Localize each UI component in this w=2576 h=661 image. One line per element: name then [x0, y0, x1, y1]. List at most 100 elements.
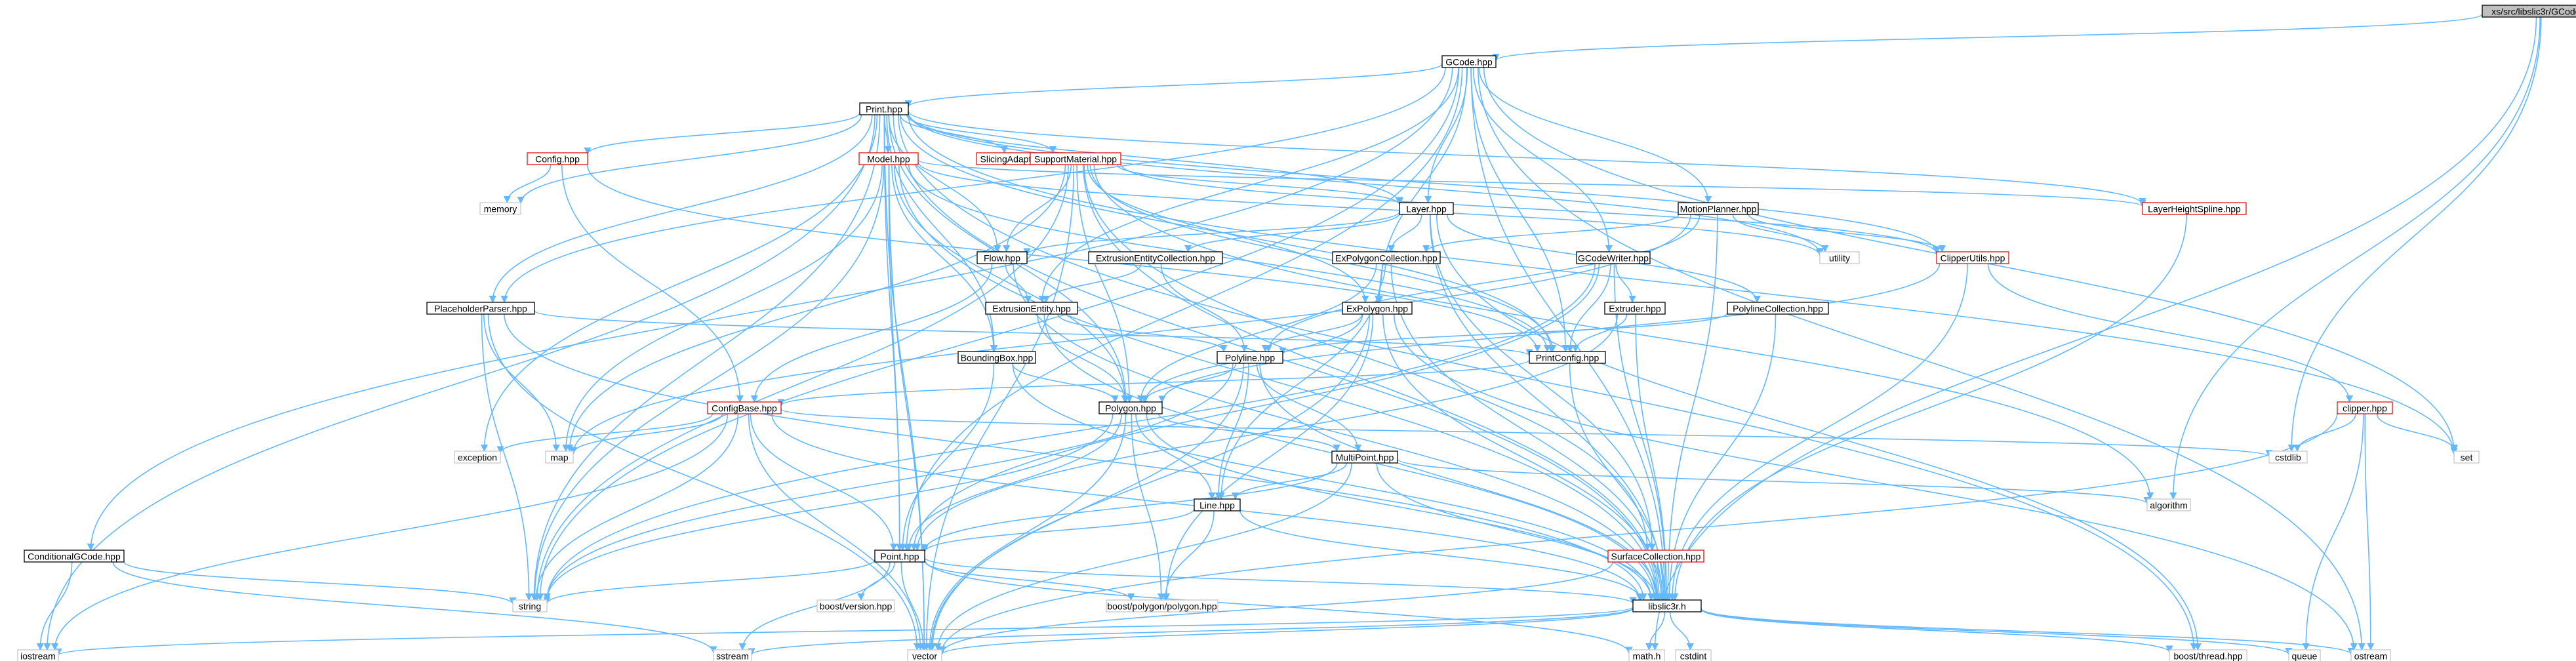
edge-gcode_hpp-to-motion_planner — [1478, 67, 1712, 204]
node-extrusion-entity-collection[interactable]: ExtrusionEntityCollection.hpp — [1088, 251, 1223, 264]
node-layer-height-spline[interactable]: LayerHeightSpline.hpp — [2142, 202, 2247, 215]
node-boost-version[interactable]: boost/version.hpp — [816, 599, 895, 612]
edge-print_hpp-to-config_hpp — [584, 112, 860, 155]
node-model-hpp[interactable]: Model.hpp — [858, 152, 919, 165]
node-label: math.h — [1633, 651, 1661, 661]
node-set[interactable]: set — [2453, 451, 2480, 464]
node-conditional-gcode[interactable]: ConditionalGCode.hpp — [24, 550, 125, 563]
node-line-hpp[interactable]: Line.hpp — [1194, 498, 1241, 511]
node-ostream[interactable]: ostream — [2350, 649, 2391, 661]
node-print-hpp[interactable]: Print.hpp — [859, 102, 909, 115]
node-box — [426, 302, 535, 315]
edge-polygon_hpp-to-boost_polygon — [1131, 413, 1165, 601]
node-motion-planner[interactable]: MotionPlanner.hpp — [1678, 202, 1759, 215]
edge-conditional_gcode-to-iostream — [36, 561, 73, 651]
node-placeholder-parser[interactable]: PlaceholderParser.hpp — [426, 302, 535, 315]
node-clipper-hpp[interactable]: clipper.hpp — [2337, 401, 2393, 414]
edge-gcode_hpp-to-print_hpp — [904, 63, 1443, 108]
node-config-base[interactable]: ConfigBase.hpp — [707, 401, 782, 414]
node-box — [907, 649, 942, 661]
node-root[interactable]: xs/src/libslic3r/GCode.cpp — [2482, 5, 2576, 18]
node-box — [874, 550, 925, 563]
node-libslic3r-h[interactable]: libslic3r.h — [1632, 599, 1702, 612]
node-point-hpp[interactable]: Point.hpp — [874, 550, 925, 563]
node-queue[interactable]: queue — [2288, 649, 2321, 661]
edge-motion_planner-to-libslic3r_h — [1664, 214, 1718, 601]
node-bounding-box[interactable]: BoundingBox.hpp — [957, 351, 1036, 364]
edge-conditional_gcode-to-sstream — [112, 561, 717, 654]
edge-config_hpp-to-config_base — [561, 164, 744, 403]
node-support-material[interactable]: SupportMaterial.hpp — [1030, 152, 1121, 165]
node-iostream[interactable]: iostream — [17, 649, 59, 661]
node-boost-polygon[interactable]: boost/polygon/polygon.hpp — [1106, 599, 1218, 612]
node-extrusion-entity[interactable]: ExtrusionEntity.hpp — [985, 302, 1078, 315]
edge-clipper_utils-to-polygon_hpp — [1158, 263, 1941, 403]
node-layer-hpp[interactable]: Layer.hpp — [1399, 202, 1454, 215]
node-layer: xs/src/libslic3r/GCode.cppGCode.hppPrint… — [17, 5, 2576, 661]
node-label: SurfaceCollection.hpp — [1611, 551, 1701, 562]
edge-extrusion_entity-to-polygon_hpp — [1037, 313, 1129, 403]
edge-config_hpp-to-print_config — [586, 164, 1541, 353]
node-label: PolylineCollection.hpp — [1733, 304, 1823, 314]
node-box — [713, 649, 752, 661]
node-box — [858, 152, 919, 165]
edge-polygon_hpp-to-libslic3r_h — [1146, 413, 1655, 601]
node-box — [1628, 649, 1665, 661]
node-label: Config.hpp — [535, 154, 580, 165]
node-cstdint[interactable]: cstdint — [1675, 649, 1712, 661]
edge-polyline_collection-to-libslic3r_h — [1665, 313, 1777, 601]
edge-flow_hpp-to-config_base — [750, 263, 993, 403]
node-label: ExtrusionEntity.hpp — [992, 304, 1071, 314]
node-label: Print.hpp — [866, 104, 902, 115]
node-sstream[interactable]: sstream — [713, 649, 752, 661]
node-extruder-hpp[interactable]: Extruder.hpp — [1604, 302, 1666, 315]
node-algorithm[interactable]: algorithm — [2146, 498, 2191, 511]
node-label: memory — [484, 204, 517, 214]
edge-config_base-to-vector — [748, 413, 925, 651]
node-clipper-utils[interactable]: ClipperUtils.hpp — [1936, 251, 2009, 264]
node-gcode-writer[interactable]: GCodeWriter.hpp — [1576, 251, 1651, 264]
node-label: iostream — [20, 651, 56, 661]
edge-print_hpp-to-utility — [908, 112, 1824, 256]
edge-expolygon_hpp-to-ostream — [1393, 313, 2358, 651]
node-surface-collection[interactable]: SurfaceCollection.hpp — [1607, 550, 1704, 563]
edge-polygon_hpp-to-string — [543, 413, 1114, 601]
node-box — [512, 599, 548, 612]
node-label: cstdint — [1680, 651, 1707, 661]
node-box — [1675, 649, 1712, 661]
edge-root-to-cstdlib — [2287, 16, 2542, 452]
node-print-config[interactable]: PrintConfig.hpp — [1529, 351, 1606, 364]
node-math-h[interactable]: math.h — [1628, 649, 1665, 661]
node-memory[interactable]: memory — [479, 202, 521, 215]
node-string[interactable]: string — [512, 599, 548, 612]
node-flow-hpp[interactable]: Flow.hpp — [976, 251, 1028, 264]
node-box — [976, 251, 1028, 264]
node-gcode-hpp[interactable]: GCode.hpp — [1441, 55, 1497, 68]
node-exception[interactable]: exception — [454, 451, 501, 464]
node-boost-thread[interactable]: boost/thread.hpp — [2169, 649, 2247, 661]
node-cstdlib[interactable]: cstdlib — [2268, 451, 2308, 464]
node-expolygon-hpp[interactable]: ExPolygon.hpp — [1342, 302, 1413, 315]
edge-model_hpp-to-bounding_box — [891, 164, 997, 353]
node-polygon-hpp[interactable]: Polygon.hpp — [1098, 401, 1163, 414]
edge-config_base-to-exception — [496, 413, 713, 454]
node-expolygon-collection[interactable]: ExPolygonCollection.hpp — [1332, 251, 1441, 264]
edge-model_hpp-to-utility — [917, 161, 1824, 257]
node-box — [1632, 599, 1702, 612]
node-vector[interactable]: vector — [907, 649, 942, 661]
node-label: sstream — [716, 651, 749, 661]
edge-extrusion_entity-to-polyline_hpp — [1057, 313, 1228, 353]
edge-polygon_hpp-to-multipoint — [1158, 413, 1340, 452]
node-polyline-collection[interactable]: PolylineCollection.hpp — [1727, 302, 1829, 315]
node-multipoint[interactable]: MultiPoint.hpp — [1331, 451, 1398, 464]
edge-libslic3r_h-to-math_h — [1645, 611, 1666, 651]
node-map[interactable]: map — [545, 451, 574, 464]
edge-extruder_hpp-to-print_config — [1571, 313, 1628, 353]
edge-placeholder_parser-to-libslic3r_h — [504, 313, 1647, 601]
node-box — [24, 550, 125, 563]
edge-extrusion_entity_collection-to-polyline_hpp — [1160, 263, 1249, 353]
node-config-hpp[interactable]: Config.hpp — [527, 152, 588, 165]
node-utility[interactable]: utility — [1819, 251, 1860, 264]
node-polyline-hpp[interactable]: Polyline.hpp — [1217, 351, 1283, 364]
edge-motion_planner-to-polyline_hpp — [1264, 214, 1701, 353]
